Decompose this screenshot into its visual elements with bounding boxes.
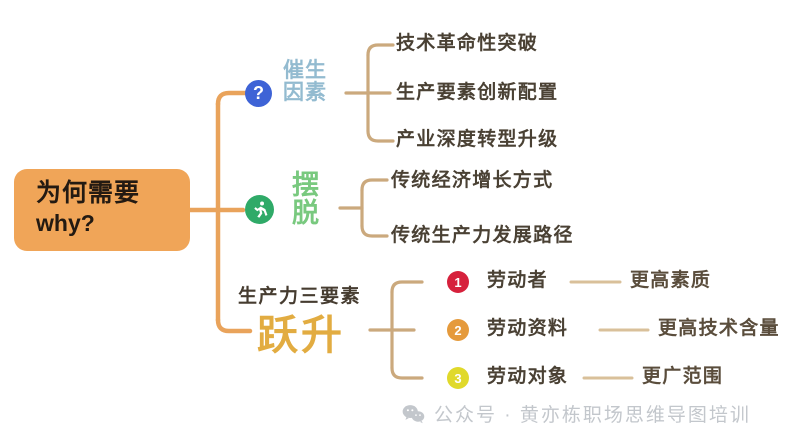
root-node[interactable]: 为何需要 why?	[14, 169, 190, 251]
leaf-item[interactable]: 产业深度转型升级	[396, 129, 559, 150]
branch-title-line2: 因素	[283, 81, 327, 105]
footer-watermark: 公众号 · 黄亦栋职场思维导图培训	[402, 400, 751, 427]
root-title-primary: 为何需要	[36, 179, 141, 207]
number-badge-3: 3	[447, 367, 469, 389]
leaf-detail[interactable]: 更广范围	[642, 366, 724, 387]
running-person-icon	[245, 195, 274, 224]
question-mark-glyph: ?	[253, 83, 264, 103]
branch-title-line2: 脱	[292, 198, 320, 229]
branch-title-line1: 催生	[283, 59, 327, 82]
branch-title-cuisheng-yinsu[interactable]: 催生 因素	[283, 59, 327, 105]
question-mark-icon: ?	[245, 80, 272, 107]
branch-title-yuesheng[interactable]: 跃升	[257, 312, 345, 358]
number-badge-2: 2	[447, 319, 469, 341]
branch-caption-three-elements: 生产力三要素	[238, 286, 362, 307]
branch-title-line1: 摆	[292, 170, 320, 200]
leaf-item[interactable]: 传统生产力发展路径	[391, 225, 574, 246]
leaf-item[interactable]: 劳动资料	[487, 318, 569, 339]
leaf-detail[interactable]: 更高技术含量	[658, 318, 780, 339]
wechat-icon	[402, 404, 425, 423]
leaf-detail[interactable]: 更高素质	[630, 270, 712, 291]
leaf-item[interactable]: 劳动对象	[487, 366, 569, 387]
root-title-secondary: why?	[36, 210, 95, 236]
leaf-item[interactable]: 劳动者	[487, 270, 548, 291]
branch-title-baituo[interactable]: 摆 脱	[292, 171, 320, 228]
leaf-item[interactable]: 生产要素创新配置	[396, 82, 559, 103]
number-badge-1: 1	[447, 271, 469, 293]
leaf-item[interactable]: 传统经济增长方式	[391, 170, 554, 191]
footer-text: 公众号 · 黄亦栋职场思维导图培训	[434, 405, 751, 426]
leaf-item[interactable]: 技术革命性突破	[396, 33, 539, 54]
